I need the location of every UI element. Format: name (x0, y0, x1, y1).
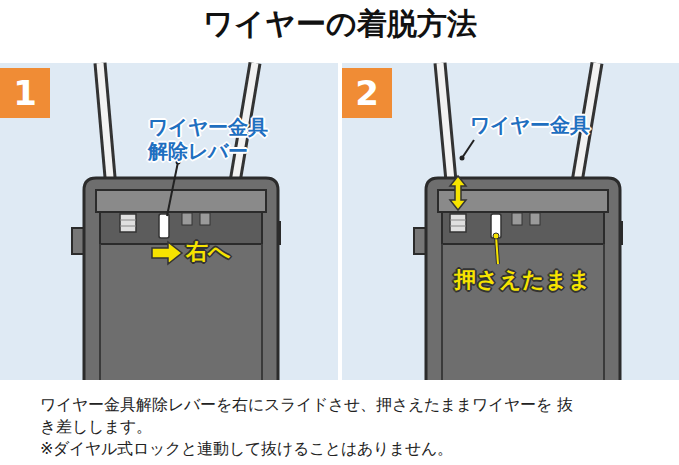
title: ワイヤーの着脱方法 (0, 4, 679, 45)
leader-line (167, 162, 178, 216)
step-number: 1 (0, 68, 50, 118)
stopper (200, 213, 210, 225)
note: ※ダイヤル式ロックと連動して抜けることはありません。 (40, 438, 453, 460)
release-lever (491, 214, 501, 238)
wire (440, 63, 452, 192)
leader-line (462, 140, 474, 158)
leader-dot (176, 160, 181, 165)
wire-fitting (450, 214, 466, 232)
leader-line (496, 236, 498, 264)
wire (440, 63, 452, 192)
leader-dot (493, 233, 499, 239)
wire-fitting-detail (120, 220, 136, 226)
step-number: 2 (342, 68, 392, 118)
wire-fitting (120, 214, 136, 232)
callout-label: ワイヤー金具 解除レバー (148, 115, 278, 163)
stopper (182, 213, 192, 225)
housing (426, 178, 620, 380)
release-lever (159, 214, 169, 238)
action-label: 右へ (186, 239, 231, 265)
leader-dot (460, 156, 465, 161)
insert-arrow (450, 176, 466, 210)
leader-line (496, 236, 498, 264)
housing-edge (100, 244, 262, 380)
slot (442, 212, 604, 244)
slide-arrow (152, 242, 182, 264)
device-step1 (72, 63, 280, 380)
stopper (530, 213, 540, 225)
housing-edge (442, 244, 604, 380)
top-frame (96, 190, 266, 212)
caption: ワイヤー金具解除レバーを右にスライドさせ、押さえたままワイヤーを 抜き差しします… (40, 394, 585, 438)
device-step2 (414, 63, 622, 380)
housing (84, 178, 278, 380)
slot (100, 212, 262, 244)
stopper (512, 213, 522, 225)
action-label: 押さえたまま (454, 267, 591, 293)
callout-label: ワイヤー金具 (470, 113, 590, 137)
wire-fitting-detail (450, 220, 466, 226)
